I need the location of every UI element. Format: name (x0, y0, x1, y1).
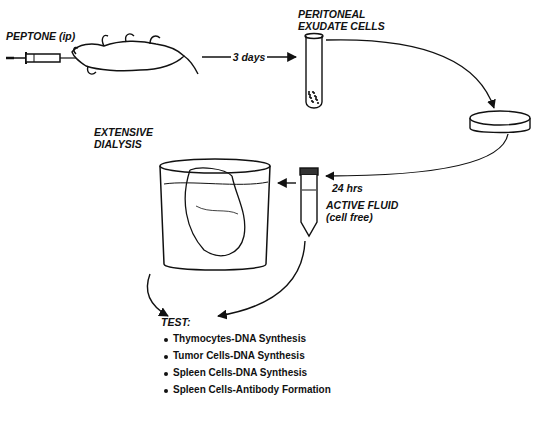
tube-cap (300, 168, 318, 175)
time-label: 24 hrs (330, 182, 365, 194)
cells (308, 91, 319, 104)
cell-dot (309, 94, 311, 96)
bullet-dot (164, 389, 168, 393)
tube-wall (301, 175, 317, 236)
cell-dot (314, 95, 316, 97)
bag-tie (190, 168, 232, 176)
test-tube (305, 34, 323, 109)
dish-rim (470, 111, 530, 125)
syringe-barrel (26, 54, 60, 62)
cell-dot (308, 93, 310, 95)
cell-dot (311, 100, 313, 102)
tube-wall (306, 36, 322, 108)
cell-dot (313, 92, 315, 94)
illustrated-step: PEPTONE (ip) (4, 30, 202, 85)
cell-dot (315, 96, 317, 98)
water-level (164, 182, 268, 184)
mouse-paw (88, 66, 96, 74)
beaker-rim (160, 159, 270, 173)
test-item: Spleen Cells-DNA Synthesis (173, 367, 341, 379)
bullet-dot (164, 355, 168, 359)
illustrated-step: PERITONEAL EXUDATE CELLS (296, 6, 414, 116)
petri-dish (470, 111, 530, 133)
cell-dot (317, 102, 319, 104)
cell-dot (315, 98, 317, 100)
cell-dot (316, 99, 318, 101)
cell-dot (312, 91, 314, 93)
mouse-body (72, 41, 184, 71)
test-item: Thymocytes-DNA Synthesis (173, 333, 341, 345)
flow-arrow (278, 182, 296, 183)
plunger-rod (14, 57, 26, 59)
centrifuge-tube (300, 168, 318, 236)
step-label: PERITONEAL EXUDATE CELLS (298, 8, 394, 32)
beaker-wall (160, 166, 270, 270)
fluid-level (302, 190, 316, 191)
illustrated-step: TEST: Thymocytes-DNA SynthesisTumor Cells… (155, 316, 345, 410)
step-label: PEPTONE (ip) (6, 30, 126, 42)
tube-rim (305, 34, 323, 39)
test-item: Spleen Cells-Antibody Formation (173, 384, 341, 396)
syringe (6, 52, 80, 64)
cell-dot (310, 97, 312, 99)
flow-arrow (218, 241, 305, 316)
test-item: Tumor Cells-DNA Synthesis (173, 350, 341, 362)
step-label: EXTENSIVE DIALYSIS (94, 126, 166, 150)
step-label: ACTIVE FLUID (cell free) (326, 199, 406, 223)
cell-dot (309, 96, 311, 98)
mouse-paw (150, 36, 160, 44)
transfer-arrow (326, 40, 494, 108)
mouse-ear (74, 47, 78, 54)
mouse-tail (184, 56, 198, 74)
edge-label: 3 days (231, 51, 268, 63)
mouse-paw (126, 34, 134, 42)
illustrated-step: EXTENSIVE DIALYSIS (92, 122, 278, 274)
cell-dot (308, 91, 310, 93)
step-label: TEST: (161, 316, 221, 328)
mouse-paw (102, 35, 108, 46)
mouse (72, 34, 198, 74)
bag-fold (196, 206, 238, 214)
bullet-dot (164, 338, 168, 342)
cell-dot (312, 101, 314, 103)
beaker (160, 159, 270, 270)
flow-arrow (147, 274, 168, 316)
bullet-dot (164, 372, 168, 376)
transfer-arrow (326, 134, 508, 176)
plunger-handle (6, 57, 14, 60)
dialysis-bag (185, 170, 245, 256)
barrel-mark (34, 54, 35, 62)
illustrated-step: ACTIVE FLUID (cell free) (296, 165, 408, 241)
